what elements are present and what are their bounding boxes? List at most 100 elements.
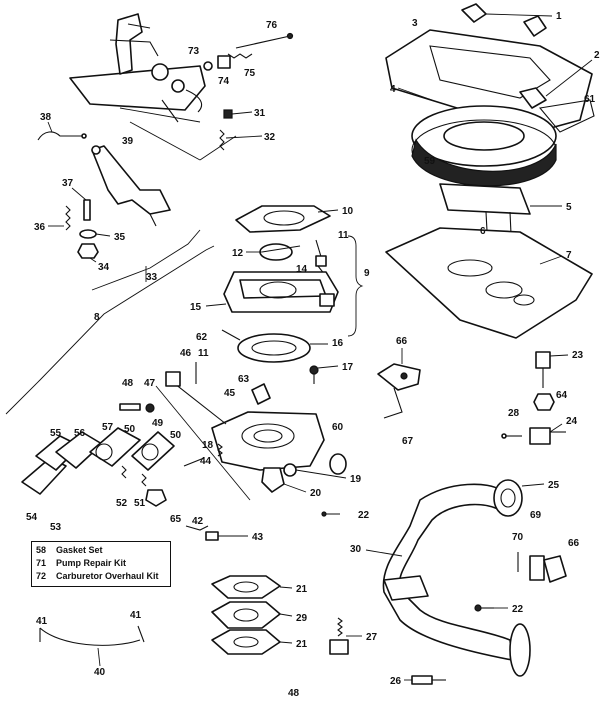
label-41a: 41	[36, 616, 48, 627]
label-74: 74	[218, 76, 230, 87]
label-45: 45	[224, 388, 236, 399]
carburetor-bowl-15	[223, 271, 339, 313]
label-4: 4	[390, 84, 396, 95]
screw-22-carb	[321, 511, 340, 517]
label-37: 37	[62, 178, 74, 189]
label-51: 51	[134, 498, 146, 509]
knob-1	[461, 3, 547, 37]
clamp-66	[543, 555, 567, 583]
pin-62	[221, 329, 241, 341]
label-20: 20	[310, 488, 322, 499]
nut-34	[77, 243, 99, 259]
label-38: 38	[40, 112, 52, 123]
clamp-69	[529, 555, 545, 581]
label-56: 56	[74, 428, 86, 439]
label-54: 54	[26, 512, 38, 523]
spring-51-52	[121, 465, 147, 487]
label-52: 52	[116, 498, 128, 509]
label-30: 30	[350, 544, 362, 555]
gasket-16	[237, 333, 311, 363]
label-18: 18	[202, 440, 214, 451]
throttle-lever-assembly	[91, 145, 171, 227]
label-9: 9	[364, 268, 370, 279]
gasket-10	[235, 205, 331, 233]
fitting-65	[145, 489, 167, 507]
nut-64	[533, 393, 555, 411]
label-48: 48	[122, 378, 134, 389]
label-59: 59	[424, 156, 436, 167]
label-29: 29	[296, 613, 308, 624]
label-34: 34	[98, 262, 110, 273]
fitting-23	[535, 351, 551, 388]
label-55: 55	[50, 428, 62, 439]
carburetor-body	[211, 411, 325, 493]
link-38	[37, 131, 87, 141]
wing-nut-2	[519, 87, 547, 109]
divider-line	[5, 245, 215, 415]
label-7: 7	[566, 250, 572, 261]
label-36: 36	[34, 222, 46, 233]
label-44: 44	[200, 456, 212, 467]
label-66b: 66	[568, 538, 580, 549]
label-61: 61	[584, 94, 596, 105]
gasket-21-bottom	[211, 629, 281, 655]
label-27: 27	[366, 632, 378, 643]
leader-line	[91, 229, 201, 291]
label-15: 15	[190, 302, 202, 313]
insulator-29	[211, 601, 281, 629]
label-2: 2	[594, 50, 600, 61]
governor-spring-parts	[203, 32, 294, 71]
clip-28	[501, 433, 522, 439]
label-10: 10	[342, 206, 354, 217]
label-39: 39	[122, 136, 134, 147]
label-19: 19	[350, 474, 362, 485]
label-73: 73	[188, 46, 200, 57]
pin-42-43	[185, 525, 219, 541]
screw-44	[183, 457, 205, 467]
label-60: 60	[332, 422, 344, 433]
label-66a: 66	[396, 336, 408, 347]
baffle-5	[439, 183, 531, 215]
pin-37	[83, 199, 91, 221]
spring-32	[219, 129, 263, 151]
label-17: 17	[342, 362, 354, 373]
label-42: 42	[192, 516, 204, 527]
label-63: 63	[238, 374, 250, 385]
label-21a: 21	[296, 584, 308, 595]
label-53: 53	[50, 522, 62, 533]
washer-35	[79, 229, 97, 239]
leader-line	[119, 107, 201, 123]
label-12: 12	[232, 248, 244, 259]
throttle-shaft-45	[165, 371, 227, 425]
air-cleaner-base-7	[385, 227, 593, 339]
part-number-labels: 1 2 3 4 5 6 7 8 9 10 11 11 12 14 15 16 1…	[26, 11, 600, 687]
label-67: 67	[402, 436, 414, 447]
label-22a: 22	[358, 510, 370, 521]
fuel-pump-gaskets	[21, 427, 175, 495]
legend-number: 71	[36, 558, 47, 568]
label-16: 16	[332, 338, 344, 349]
label-50a: 50	[124, 424, 136, 435]
cable-40	[39, 625, 145, 667]
plug-60	[329, 453, 347, 475]
screw-48	[119, 403, 141, 411]
label-11a: 11	[338, 230, 349, 241]
label-40: 40	[94, 667, 106, 678]
label-24: 24	[566, 416, 578, 427]
label-31: 31	[254, 108, 266, 119]
spring-18	[217, 443, 223, 457]
label-3: 3	[412, 18, 418, 29]
screw-47	[145, 403, 155, 413]
label-21b: 21	[296, 639, 308, 650]
label-46: 46	[180, 348, 192, 359]
float-12	[259, 243, 301, 261]
filter-element-59	[411, 105, 557, 187]
label-65: 65	[170, 514, 182, 525]
label-75: 75	[244, 68, 256, 79]
label-25: 25	[548, 480, 560, 491]
elbow-24	[529, 427, 566, 445]
